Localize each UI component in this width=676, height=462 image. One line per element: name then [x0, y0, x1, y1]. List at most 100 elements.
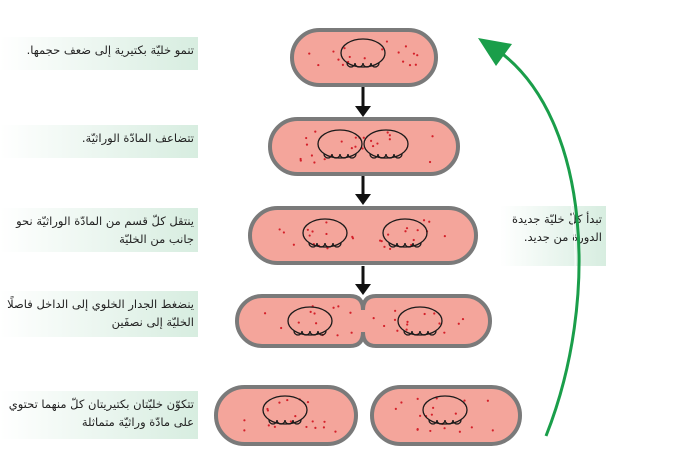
ribosome-dot: [309, 310, 312, 313]
ribosome-dot: [243, 419, 246, 422]
dna-icon: [363, 129, 409, 159]
ribosome-dot: [317, 63, 320, 67]
ribosome-dot: [351, 235, 354, 238]
dna-icon: [422, 395, 468, 425]
ribosome-dot: [458, 430, 461, 433]
ribosome-dot: [322, 426, 326, 429]
ribosome-dot: [389, 247, 392, 250]
ribosome-dot: [422, 219, 426, 222]
ribosome-dot: [243, 429, 246, 432]
ribosome-dot: [416, 54, 419, 57]
ribosome-dot: [310, 154, 314, 157]
ribosome-dot: [326, 247, 329, 250]
step-2-label: تتضاعف المادّة الوراثيّة.: [0, 125, 198, 158]
ribosome-dot: [297, 321, 300, 324]
bacterium-stage-4: [235, 294, 492, 348]
ribosome-dot: [443, 331, 446, 334]
dna-icon: [302, 218, 348, 248]
ribosome-dot: [461, 317, 465, 321]
ribosome-dot: [289, 420, 292, 423]
dna-icon: [397, 306, 443, 336]
ribosome-dot: [332, 50, 335, 53]
ribosome-dot: [314, 322, 318, 325]
ribosome-dot: [394, 309, 397, 312]
ribosome-dot: [363, 57, 366, 60]
ribosome-dot: [280, 326, 283, 330]
cycle-note-label: تبدأ كلّ خليّة جديدة الدورة من جديد.: [500, 206, 606, 266]
ribosome-dot: [341, 63, 344, 66]
ribosome-dot: [454, 412, 457, 415]
ribosome-dot: [323, 420, 326, 423]
ribosome-dot: [278, 401, 281, 404]
ribosome-dot: [486, 399, 489, 402]
ribosome-dot: [305, 425, 308, 429]
ribosome-dot: [350, 331, 353, 334]
dna-icon: [262, 395, 308, 425]
ribosome-dot: [397, 51, 400, 54]
ribosome-dot: [387, 233, 390, 236]
down-arrow: [355, 87, 371, 117]
ribosome-dot: [388, 138, 391, 141]
ribosome-dot: [311, 420, 314, 423]
ribosome-dot: [294, 415, 297, 418]
ribosome-dot: [386, 131, 389, 134]
ribosome-dot: [433, 312, 436, 315]
ribosome-dot: [383, 324, 386, 328]
ribosome-dot: [313, 161, 316, 164]
ribosome-dot: [299, 159, 302, 162]
ribosome-dot: [334, 430, 337, 433]
ribosome-dot: [380, 240, 383, 243]
down-arrow: [355, 176, 371, 205]
dna-icon: [340, 38, 386, 68]
ribosome-dot: [431, 135, 434, 138]
ribosome-dot: [311, 230, 314, 233]
ribosome-dot: [325, 221, 328, 224]
ribosome-dot: [308, 234, 311, 237]
dna-icon: [317, 129, 363, 159]
ribosome-dot: [443, 427, 446, 430]
ribosome-dot: [406, 323, 409, 326]
ribosome-dot: [428, 160, 432, 164]
ribosome-dot: [340, 140, 343, 143]
ribosome-dot: [388, 134, 391, 137]
ribosome-dot: [438, 322, 441, 325]
ribosome-dot: [423, 312, 426, 316]
dna-icon: [382, 218, 428, 248]
ribosome-dot: [491, 429, 494, 432]
down-arrow: [355, 266, 371, 295]
ribosome-dot: [470, 426, 473, 429]
ribosome-dot: [383, 245, 386, 248]
ribosome-dot: [406, 320, 409, 323]
ribosome-dot: [349, 311, 352, 314]
ribosome-dot: [416, 397, 419, 401]
step-4-label: ينضغط الجدار الخلوي إلى الداخل فاصلًا ال…: [0, 291, 198, 337]
ribosome-dot: [457, 322, 460, 325]
step-3-label: ينتقل كلّ قسم من المادّة الوراثيّة نحو ج…: [0, 208, 198, 252]
ribosome-dot: [305, 136, 308, 140]
ribosome-dot: [361, 147, 364, 150]
ribosome-dot: [348, 55, 351, 59]
ribosome-dot: [282, 231, 285, 234]
ribosome-dot: [267, 424, 270, 427]
step-5-label: تتكوّن خليّتان بكتيريتان كلّ منهما تحتوي…: [0, 391, 198, 439]
ribosome-dot: [323, 158, 326, 161]
ribosome-dot: [432, 406, 435, 409]
cycle-arrow: [478, 38, 581, 437]
ribosome-dot: [394, 407, 397, 410]
ribosome-dot: [400, 401, 403, 404]
dna-icon: [287, 306, 333, 336]
ribosome-dot: [306, 228, 309, 231]
ribosome-dot: [313, 312, 316, 315]
daughter-cell-left: [214, 385, 358, 446]
ribosome-dot: [286, 398, 289, 402]
ribosome-dot: [371, 144, 375, 148]
ribosome-dot: [325, 232, 328, 236]
ribosome-dot: [405, 328, 408, 331]
ribosome-dot: [404, 230, 407, 233]
ribosome-dot: [401, 60, 405, 63]
ribosome-dot: [372, 317, 375, 320]
ribosome-dot: [419, 414, 422, 417]
ribosome-dot: [362, 136, 365, 139]
ribosome-dot: [405, 227, 409, 230]
